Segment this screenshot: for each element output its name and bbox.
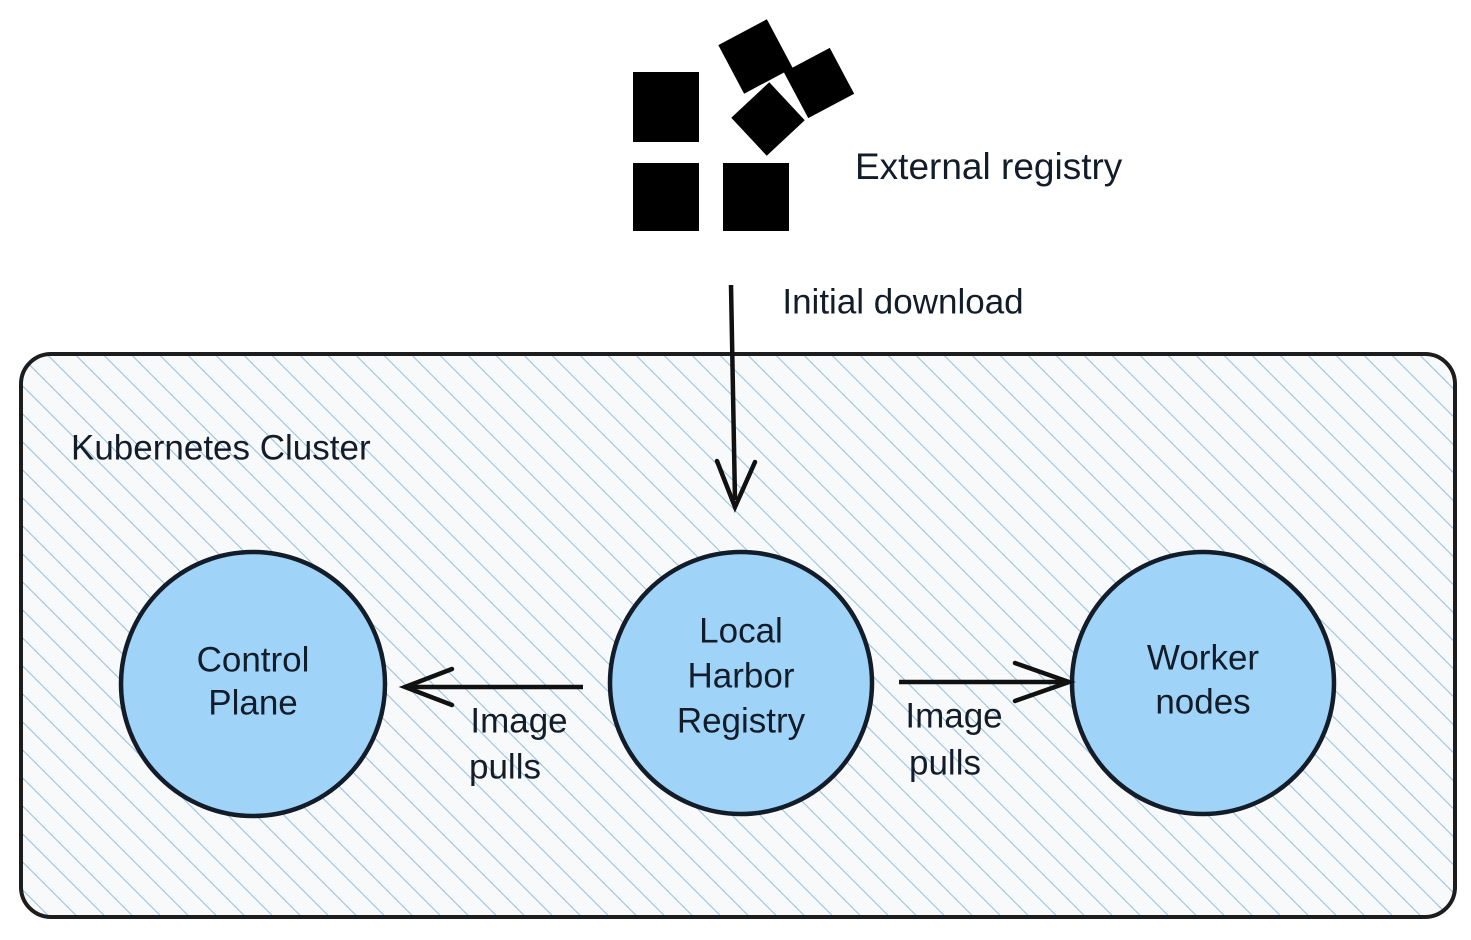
image-pulls-left-label-line-2: pulls <box>469 747 541 786</box>
edge-initial-download: Initial download <box>714 282 1024 513</box>
image-pulls-right-label-line-1: Image <box>905 696 1002 735</box>
control-plane-label-line-2: Plane <box>208 683 298 722</box>
external-registry-icon <box>633 19 855 231</box>
edge-image-pulls-control-plane: Image pulls <box>398 666 583 786</box>
worker-nodes-label-line-1: Worker <box>1147 638 1259 677</box>
initial-download-arrowhead <box>714 458 758 513</box>
control-plane-circle[interactable] <box>118 549 388 819</box>
cluster-label: Kubernetes Cluster <box>71 428 371 467</box>
local-harbor-registry-label-line-3: Registry <box>677 701 806 740</box>
registry-icon-square-bottom-left <box>633 163 699 231</box>
node-worker-nodes[interactable]: Worker nodes <box>1069 549 1337 817</box>
initial-download-arrow-line <box>728 284 738 501</box>
registry-icon-diamond-top <box>718 19 793 94</box>
local-harbor-registry-label-line-2: Harbor <box>688 656 795 695</box>
control-plane-label-line-1: Control <box>197 640 310 679</box>
initial-download-label: Initial download <box>782 282 1023 321</box>
local-harbor-registry-circle[interactable] <box>607 549 875 817</box>
image-pulls-right-label-line-2: pulls <box>909 743 981 782</box>
registry-icon-square-top-left <box>633 72 699 142</box>
worker-nodes-label-line-2: nodes <box>1155 682 1250 721</box>
registry-icon-square-bottom-right <box>723 163 789 231</box>
node-control-plane[interactable]: Control Plane <box>118 549 388 819</box>
image-pulls-right-arrowhead <box>1012 660 1076 704</box>
node-local-harbor-registry[interactable]: Local Harbor Registry <box>607 549 875 817</box>
edge-image-pulls-worker-nodes: Image pulls <box>899 660 1076 782</box>
image-pulls-left-label-line-1: Image <box>470 701 567 740</box>
registry-icon-diamond-center <box>731 82 805 156</box>
image-pulls-left-arrowhead <box>398 666 455 708</box>
external-registry-label: External registry <box>855 146 1123 187</box>
local-harbor-registry-label-line-1: Local <box>699 611 783 650</box>
registry-icon-diamond-right <box>783 47 855 119</box>
